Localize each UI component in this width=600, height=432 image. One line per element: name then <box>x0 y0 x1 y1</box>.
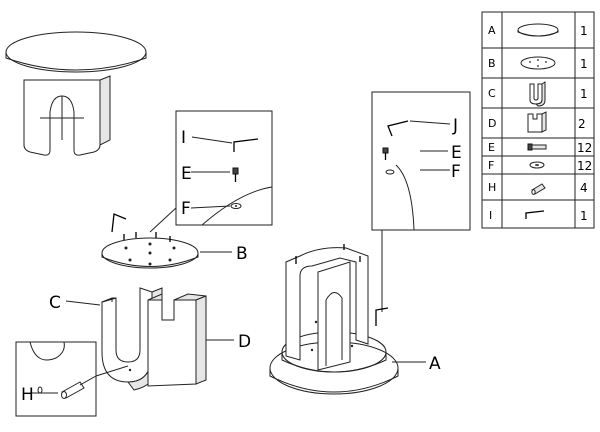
bolt-icon <box>527 143 547 151</box>
table-row-letter: E <box>488 141 495 154</box>
table-row-qty: 1 <box>580 87 588 101</box>
table-row-letter: D <box>488 117 496 130</box>
washer-icon <box>385 169 395 175</box>
table-row-qty: 1 <box>580 209 588 223</box>
table-row-letter: F <box>488 159 494 172</box>
u-shaped-leg-c: C <box>49 287 163 391</box>
callout-label-c: C <box>49 293 61 313</box>
table-row-letter: I <box>489 209 492 222</box>
mounting-plate-icon <box>520 56 556 70</box>
mounting-plate-b: B <box>101 213 248 269</box>
finished-table-illustration <box>5 31 147 156</box>
table-row-letter: A <box>488 24 496 37</box>
leg-panel-d: D <box>147 293 251 387</box>
allen-key-icon <box>111 213 127 233</box>
callout-label-i: I <box>181 128 186 148</box>
bolt-icon <box>232 167 239 182</box>
callout-label-b: B <box>236 244 248 264</box>
assembled-base-on-tabletop-a: A <box>269 244 441 395</box>
u-shaped-leg-icon <box>529 81 546 107</box>
hardware-callout-box: I E F <box>149 110 273 233</box>
hardware-callout-box-2: J E F <box>371 91 471 312</box>
callout-label-e-2: E <box>451 143 462 163</box>
table-row-qty: 12 <box>577 141 592 155</box>
table-row-letter: B <box>488 57 496 70</box>
bolt-icon <box>382 147 389 160</box>
allen-key-icon <box>525 210 545 219</box>
allen-key-icon <box>233 138 259 152</box>
table-row-qty: 1 <box>580 24 588 38</box>
callout-label-h: H <box>21 385 34 405</box>
table-row-letter: H <box>488 181 496 194</box>
callout-label-d: D <box>238 332 251 352</box>
table-row-qty: 12 <box>577 159 592 173</box>
washer-icon <box>529 161 545 169</box>
parts-list-table: A 1 B 1 C 1 D 2 E <box>481 11 595 229</box>
allen-key-icon <box>375 307 389 326</box>
table-row-qty: 2 <box>578 117 586 131</box>
callout-label-f: F <box>181 199 191 219</box>
allen-key-icon <box>387 120 409 137</box>
notched-leg-panel-icon <box>527 111 547 133</box>
callout-label-e: E <box>181 164 192 184</box>
callout-label-a: A <box>429 354 441 374</box>
table-row-qty: 4 <box>580 181 588 195</box>
round-tabletop-icon <box>517 23 559 37</box>
callout-label-f-2: F <box>451 162 461 182</box>
table-row-qty: 1 <box>580 57 588 71</box>
table-row-letter: C <box>488 87 496 100</box>
dowel-icon <box>531 183 546 195</box>
dowel-icon <box>61 381 85 399</box>
callout-label-j: J <box>452 116 458 136</box>
dowel-callout-box: H <box>15 341 129 417</box>
